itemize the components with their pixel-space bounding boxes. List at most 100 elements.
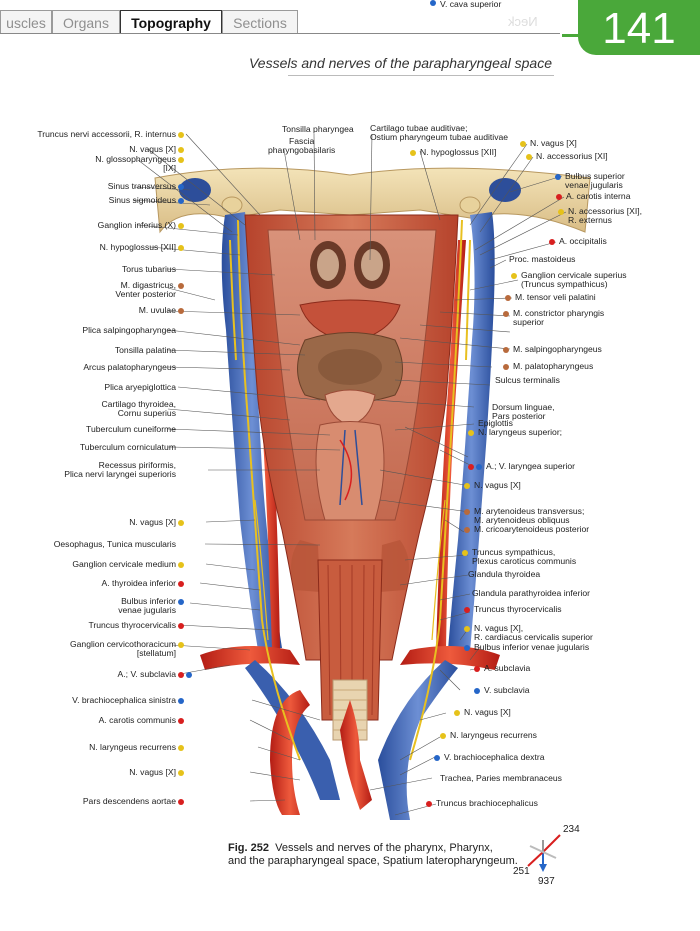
blue-marker-dot <box>476 464 482 470</box>
yellow-marker-dot <box>526 154 532 160</box>
label-right-5: A. occipitalis <box>559 236 607 246</box>
yellow-marker-dot <box>558 209 564 215</box>
yellow-marker-dot <box>178 157 184 163</box>
label-left-9: M. uvulae <box>138 305 176 315</box>
red-marker-dot <box>556 194 562 200</box>
brown-marker-dot <box>503 347 509 353</box>
red-marker-dot <box>426 801 432 807</box>
label-right-12: Sulcus terminalis <box>495 375 560 385</box>
label-left-12: Arcus palatopharyngeus <box>83 362 176 372</box>
section-title: Vessels and nerves of the parapharyngeal… <box>248 55 552 71</box>
label-right-22: Glandula parathyroidea inferior <box>472 588 590 598</box>
label-left-2: N. glossopharyngeus [IX] <box>95 154 176 174</box>
red-marker-dot <box>178 718 184 724</box>
label-right-4: N. accessorius [XI], R. externus <box>568 206 643 226</box>
label-right-2: Bulbus superior venae jugularis <box>565 171 625 191</box>
label-left-3: Sinus transversus <box>107 181 176 191</box>
tab-sections[interactable]: Sections <box>222 10 298 34</box>
yellow-marker-dot <box>462 550 468 556</box>
label-right-11: M. palatopharyngeus <box>513 361 594 371</box>
label-top-2: Cartilago tubae auditivae; Ostium pharyn… <box>370 123 509 143</box>
label-left-30: Pars descendens aortae <box>82 796 176 806</box>
label-left-5: Ganglion inferius (X) <box>97 220 176 230</box>
label-right-29: N. laryngeus recurrens <box>450 730 537 740</box>
tab-bar: uscles Organs Topography Sections <box>0 0 700 38</box>
tab-muscles[interactable]: uscles <box>0 10 52 34</box>
orientation-rose <box>527 834 561 872</box>
label-left-27: A. carotis communis <box>98 715 176 725</box>
brown-marker-dot <box>505 295 511 301</box>
label-top-3: N. hypoglossus [XII] <box>420 147 497 157</box>
red-marker-dot <box>468 464 474 470</box>
brown-marker-dot <box>503 364 509 370</box>
page-number: 141 <box>578 0 700 55</box>
label-left-14: Cartilago thyroidea, Cornu superius <box>101 399 176 419</box>
red-marker-dot <box>178 799 184 805</box>
label-right-3: A. carotis interna <box>566 191 631 201</box>
label-right-31: Trachea, Paries membranaceus <box>440 773 562 783</box>
label-right-18: M. arytenoideus transversus; M. arytenoi… <box>474 506 585 526</box>
tab-topography[interactable]: Topography <box>120 10 222 34</box>
label-right-24: N. vagus [X], R. cardiacus cervicalis su… <box>474 623 593 643</box>
great-vessels <box>200 646 500 820</box>
label-left-1: N. vagus [X] <box>129 144 176 154</box>
blue-marker-dot <box>474 688 480 694</box>
choanae <box>310 241 390 289</box>
label-left-25: A.; V. subclavia <box>117 669 176 679</box>
green-accent <box>562 34 582 37</box>
label-right-14: Epiglottis <box>478 418 513 428</box>
label-left-4: Sinus sigmoideus <box>108 195 176 205</box>
label-left-28: N. laryngeus recurrens <box>89 742 176 752</box>
yellow-marker-dot <box>178 245 184 251</box>
caption-line1: Vessels and nerves of the pharynx, Phary… <box>275 842 493 854</box>
tab-organs[interactable]: Organs <box>52 10 120 34</box>
label-left-11: Tonsilla palatina <box>114 345 176 355</box>
label-right-21: Glandula thyroidea <box>468 569 541 579</box>
yellow-marker-dot <box>178 223 184 229</box>
skull-base <box>154 167 591 234</box>
red-marker-dot <box>178 672 184 678</box>
label-left-23: Truncus thyrocervicalis <box>88 620 176 630</box>
label-right-25: Bulbus inferior venae jugularis <box>474 642 590 652</box>
label-right-7: Ganglion cervicale superius (Truncus sym… <box>521 270 627 290</box>
brown-marker-dot <box>178 308 184 314</box>
label-right-30: V. brachiocephalica dextra <box>444 752 545 762</box>
blue-marker-dot <box>178 698 184 704</box>
yellow-marker-dot <box>464 483 470 489</box>
label-left-24: Ganglion cervicothoracicum [stellatum] <box>69 639 176 659</box>
yellow-marker-dot <box>178 132 184 138</box>
label-left-6: N. hypoglossus [XII] <box>99 242 176 252</box>
red-marker-dot <box>474 666 480 672</box>
blue-marker-dot <box>178 599 184 605</box>
label-right-32: Truncus brachiocephalicus <box>436 798 538 808</box>
yellow-marker-dot <box>440 733 446 739</box>
label-right-27: V. subclavia <box>484 685 530 695</box>
label-left-10: Plica salpingopharyngea <box>82 325 176 335</box>
label-right-19: M. cricoarytenoideus posterior <box>474 524 590 534</box>
label-left-29: N. vagus [X] <box>129 767 176 777</box>
label-left-16: Tuberculum corniculatum <box>79 442 176 452</box>
yellow-marker-dot <box>454 710 460 716</box>
orientation-234: 234 <box>563 824 580 835</box>
yellow-marker-dot <box>520 141 526 147</box>
label-right-23: Truncus thyrocervicalis <box>474 604 562 614</box>
label-left-19: Oesophagus, Tunica muscularis <box>53 539 176 549</box>
caption-fig-number: Fig. 252 <box>228 842 269 854</box>
epiglottis <box>324 389 376 426</box>
label-right-13: Dorsum linguae, Pars posterior <box>492 402 555 422</box>
orientation-251: 251 <box>513 866 530 877</box>
label-right-6: Proc. mastoideus <box>509 254 576 264</box>
yellow-marker-dot <box>178 562 184 568</box>
brown-marker-dot <box>503 311 509 317</box>
brown-marker-dot <box>464 509 470 515</box>
blue-marker-dot <box>430 0 436 6</box>
title-rule <box>288 75 554 76</box>
label-right-28: N. vagus [X] <box>464 707 511 717</box>
label-left-20: Ganglion cervicale medium <box>72 559 176 569</box>
label-left-8: M. digastricus, Venter posterior <box>115 280 176 300</box>
yellow-marker-dot <box>464 626 470 632</box>
label-left-0: Truncus nervi accessorii, R. internus <box>37 129 176 139</box>
nerves <box>229 219 471 761</box>
label-right-9: M. constrictor pharyngis superior <box>513 308 605 328</box>
